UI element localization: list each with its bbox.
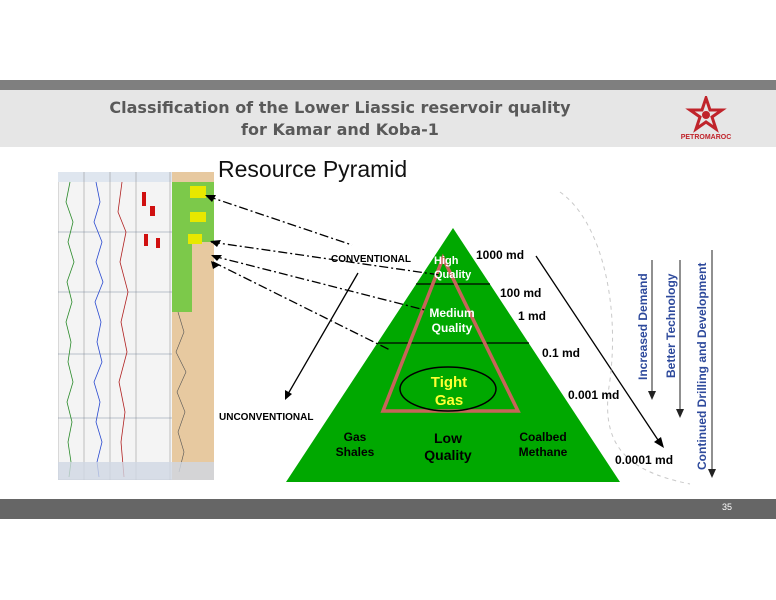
perm-label-0-0001md: 0.0001 md [615,453,674,467]
petromaroc-logo [685,96,727,133]
trend-continued-drilling: Continued Drilling and Development [695,262,709,470]
slide-header: Classification of the Lower Liassic rese… [0,90,776,147]
pyramid-body [286,228,620,482]
tier-high-quality: High Quality [434,255,472,281]
tier-low-quality: Low Quality [424,430,472,463]
tier-coalbed-methane: Coalbed Methane [518,430,568,459]
resource-pyramid-heading: Resource Pyramid [218,156,408,182]
page-number: 35 [721,502,732,512]
logo-text: PETROMAROC [680,134,732,141]
slide-footer: 35 [0,499,776,519]
conventional-label: CONVENTIONAL [331,254,411,265]
top-band [0,80,776,90]
tier-tight-gas: Tight Gas [430,374,468,409]
tier-gas-shales: Gas Shales [335,430,375,459]
slide-title-line-1: Classification of the Lower Liassic rese… [109,98,571,117]
trend-better-technology: Better Technology [664,273,678,378]
trend-increased-demand: Increased Demand [636,273,650,380]
tight-gas-ellipse [399,366,497,412]
perm-label-1000md: 1000 md [476,248,525,262]
well-log-image [58,172,214,480]
perm-label-0-1md: 0.1 md [542,346,581,360]
perm-label-0-001md: 0.001 md [568,388,620,402]
slide-title-line-2: for Kamar and Koba-1 [241,120,439,139]
tier-medium-quality: Medium Quality [429,306,475,335]
unconventional-label: UNCONVENTIONAL [219,412,314,423]
perm-label-100md: 100 md [500,286,542,300]
perm-label-1md: 1 md [518,309,547,323]
